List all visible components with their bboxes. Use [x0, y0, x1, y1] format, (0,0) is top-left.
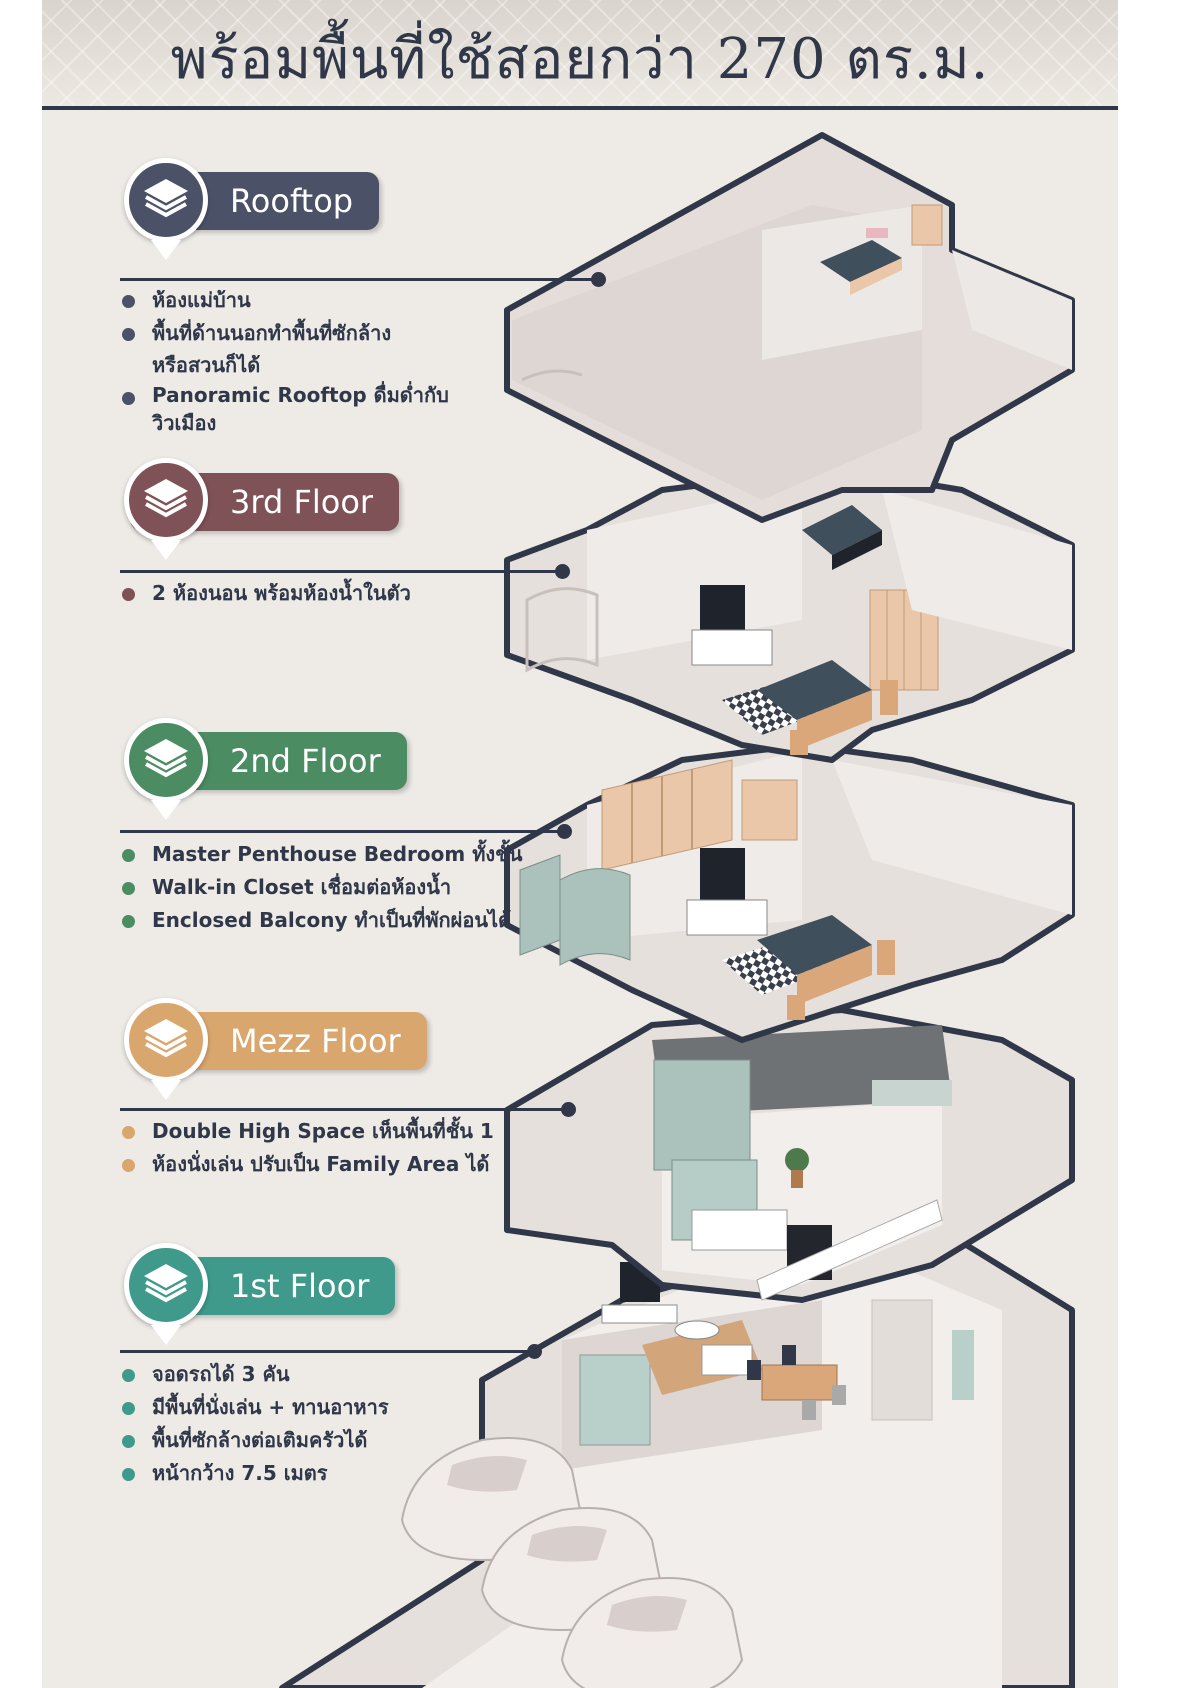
third-floor-tv-cabinet [691, 629, 773, 666]
first-floor-glass-door [579, 1354, 651, 1446]
parked-car [560, 1577, 744, 1688]
infographic-page: พร้อมพื้นที่ใช้สอยกว่า 270 ตร.ม. [42, 0, 1118, 1688]
feature-item: มีพื้นที่นั่งเล่น + ทานอาหาร [120, 1391, 540, 1424]
rooftop-curved-wall [521, 369, 583, 382]
mezz-glass-wall [653, 1059, 751, 1171]
third-floor-curved-wall [525, 587, 599, 673]
third-floor-second-bed [802, 505, 882, 570]
feature-item: Walk-in Closet เชื่อมต่อห้องน้ำ [120, 871, 540, 904]
isometric-floor-plan [279, 132, 1075, 1688]
second-floor-level [504, 742, 1075, 1043]
layers-icon [124, 1243, 208, 1345]
rooftop-cabinet [911, 204, 943, 246]
feature-item: 2 ห้องนอน พร้อมห้องน้ำในตัว [120, 577, 540, 610]
plant-pot [791, 1170, 803, 1188]
third-floor-label: 3rd Floor [230, 483, 374, 521]
feature-item: ห้องแม่บ้าน [120, 284, 520, 317]
rooftop-label: Rooftop [230, 182, 354, 220]
walk-in-closet [601, 759, 798, 871]
mezz-floor-features: Double High Space เห็นพื้นที่ชั้น 1 ห้อง… [120, 1115, 540, 1181]
leader-dot [555, 564, 570, 579]
dining-chair [832, 1385, 846, 1405]
first-floor-wall-panel [871, 1299, 933, 1421]
mezz-floor-leader-line [120, 1102, 576, 1117]
first-floor-sofa [701, 1344, 753, 1376]
leader-dot [527, 1344, 542, 1359]
mezz-sofa [691, 1209, 788, 1251]
master-bed [757, 915, 895, 1020]
first-floor-level [279, 1227, 1075, 1688]
enclosed-balcony-glass [519, 854, 631, 966]
second-floor-label: 2nd Floor [230, 742, 381, 780]
potted-plant [785, 1148, 809, 1172]
mezz-floor-label: Mezz Floor [230, 1022, 401, 1060]
first-floor-tv-cabinet [601, 1304, 678, 1324]
feature-item: Master Penthouse Bedroom ทั้งชั้น [120, 838, 540, 871]
rooftop-level [504, 132, 1075, 523]
second-floor-features: Master Penthouse Bedroom ทั้งชั้น Walk-i… [120, 838, 540, 937]
header-banner: พร้อมพื้นที่ใช้สอยกว่า 270 ตร.ม. [42, 0, 1118, 110]
page-title: พร้อมพื้นที่ใช้สอยกว่า 270 ตร.ม. [170, 27, 990, 92]
feature-item: หน้ากว้าง 7.5 เมตร [120, 1457, 540, 1490]
third-floor-features: 2 ห้องนอน พร้อมห้องน้ำในตัว [120, 577, 540, 610]
feature-item: Enclosed Balcony ทำเป็นที่พักผ่อนได้ [120, 904, 540, 937]
rooftop-leader-line [120, 272, 606, 287]
dining-chair [747, 1360, 761, 1380]
rooftop-features: ห้องแม่บ้าน พื้นที่ด้านนอกทำพื้นที่ซักล้… [120, 284, 520, 437]
layers-icon [124, 158, 208, 260]
dining-table [761, 1364, 838, 1401]
feature-item: พื้นที่ด้านนอกทำพื้นที่ซักล้าง หรือสวนก็… [120, 317, 520, 381]
mezz-floor-level [504, 1007, 1075, 1303]
mezz-balcony-rail [872, 1080, 952, 1106]
third-floor-bed [757, 660, 898, 755]
feature-item: จอดรถได้ 3 คัน [120, 1358, 540, 1391]
second-floor-tv [700, 848, 745, 903]
third-floor-leader-line [120, 564, 570, 579]
dining-chair [802, 1400, 816, 1420]
first-floor-label: 1st Floor [230, 1267, 370, 1305]
first-floor-glass-window [952, 1330, 974, 1400]
feature-item: Panoramic Rooftop ดื่มด่ำกับ วิวเมือง [120, 381, 520, 437]
feature-item: ห้องนั่งเล่น ปรับเป็น Family Area ได้ [120, 1148, 540, 1181]
leader-dot [591, 272, 606, 287]
third-floor-level [504, 472, 1075, 763]
second-floor-leader-line [120, 824, 572, 839]
first-floor-features: จอดรถได้ 3 คัน มีพื้นที่นั่งเล่น + ทานอา… [120, 1358, 540, 1490]
layers-icon [124, 718, 208, 820]
first-floor-leader-line [120, 1344, 542, 1359]
layers-icon [124, 998, 208, 1100]
leader-dot [557, 824, 572, 839]
third-floor-tv [700, 585, 745, 630]
first-floor-coffee-table [674, 1320, 720, 1340]
feature-item: Double High Space เห็นพื้นที่ชั้น 1 [120, 1115, 540, 1148]
dining-chair [782, 1345, 796, 1365]
maid-room-bed [820, 228, 902, 295]
leader-dot [561, 1102, 576, 1117]
feature-item: พื้นที่ซักล้างต่อเติมครัวได้ [120, 1424, 540, 1457]
layers-icon [124, 458, 208, 560]
second-floor-tv-cabinet [686, 899, 768, 936]
